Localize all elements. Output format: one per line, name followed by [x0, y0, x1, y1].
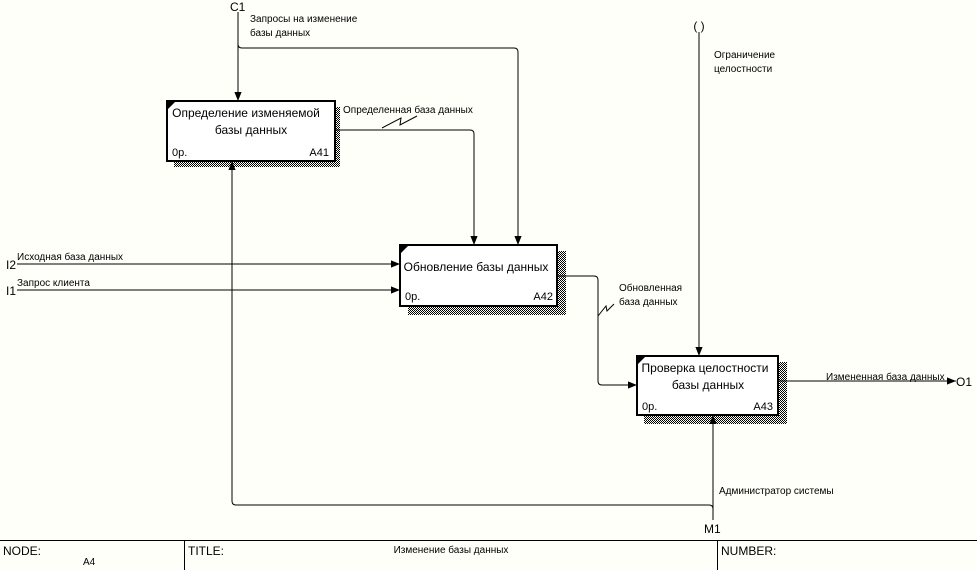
arrow-m1-branch-to-a41[interactable] — [228, 161, 714, 510]
box-title-line2: базы данных — [672, 378, 744, 392]
tunnel-o1: O1 — [956, 375, 972, 389]
box-cost: 0р. — [405, 291, 420, 303]
footer-number-label: NUMBER: — [721, 544, 777, 558]
activity-box-a43[interactable]: Проверка целостности базы данных 0р. A43 — [636, 355, 787, 424]
label-squiggle-updated-db — [597, 303, 615, 317]
box-cost: 0р. — [642, 401, 657, 413]
arrow-c1-branch-to-a42[interactable] — [237, 43, 522, 245]
tunnel-c1: C1 — [230, 0, 246, 14]
label-client-request: Запрос клиента — [17, 278, 90, 289]
box-node-id: A42 — [533, 291, 553, 303]
box-cost: 0р. — [172, 147, 187, 159]
box-title-line1: Проверка целостности — [642, 361, 769, 375]
box-corner-mark — [401, 246, 408, 253]
label-requests-line2: базы данных — [250, 27, 310, 39]
footer-node-value: A4 — [83, 557, 96, 568]
box-title-line1: Определение изменяемой — [172, 106, 320, 120]
activity-box-a41[interactable]: Определение изменяемой базы данных 0р. A… — [166, 100, 340, 167]
box-corner-mark — [638, 357, 645, 364]
label-requests-line1: Запросы на изменение — [250, 14, 358, 25]
footer-title-value: Изменение базы данных — [393, 545, 509, 556]
box-shadow — [408, 251, 566, 315]
footer-node-cell: NODE: A4 — [0, 541, 185, 570]
tunnel-i2: I2 — [6, 258, 16, 272]
label-squiggle-defined-db — [381, 115, 418, 129]
footer-title-label: TITLE: — [188, 544, 225, 558]
box-shadow — [644, 362, 787, 424]
arrow-a41-to-a42[interactable] — [335, 129, 478, 245]
box-frame — [166, 100, 336, 162]
box-title-line2: базы данных — [215, 123, 287, 137]
tunnel-i1: I1 — [6, 284, 16, 298]
tunnel-m1: M1 — [704, 522, 721, 536]
activity-box-a42[interactable]: Обновление базы данных 0р. A42 — [399, 244, 566, 315]
label-source-db: Исходная база данных — [17, 251, 123, 263]
box-corner-mark — [168, 102, 175, 109]
label-defined-db: Определенная база данных — [343, 104, 473, 116]
label-changed-db: Измененная база данных — [826, 371, 945, 383]
label-updated-line1: Обновленная — [619, 282, 682, 294]
label-integrity-line2: целостности — [714, 64, 772, 75]
diagram-footer: NODE: A4 TITLE: Изменение базы данных NU… — [0, 540, 977, 570]
box-title-line1: Обновление базы данных — [404, 260, 549, 274]
tunnel-mark-top: ( ) — [693, 19, 704, 33]
label-integrity-line1: Ограничение — [714, 50, 776, 61]
footer-number-cell: NUMBER: — [718, 541, 977, 570]
footer-node-label: NODE: — [3, 544, 42, 558]
box-node-id: A41 — [309, 147, 329, 159]
footer-title-cell: TITLE: Изменение базы данных — [185, 541, 718, 570]
box-frame — [399, 244, 558, 307]
arrow-a42-to-a43[interactable] — [557, 275, 637, 389]
label-admin: Администратор системы — [719, 486, 834, 497]
label-updated-line2: база данных — [619, 296, 678, 308]
box-node-id: A43 — [753, 401, 773, 413]
